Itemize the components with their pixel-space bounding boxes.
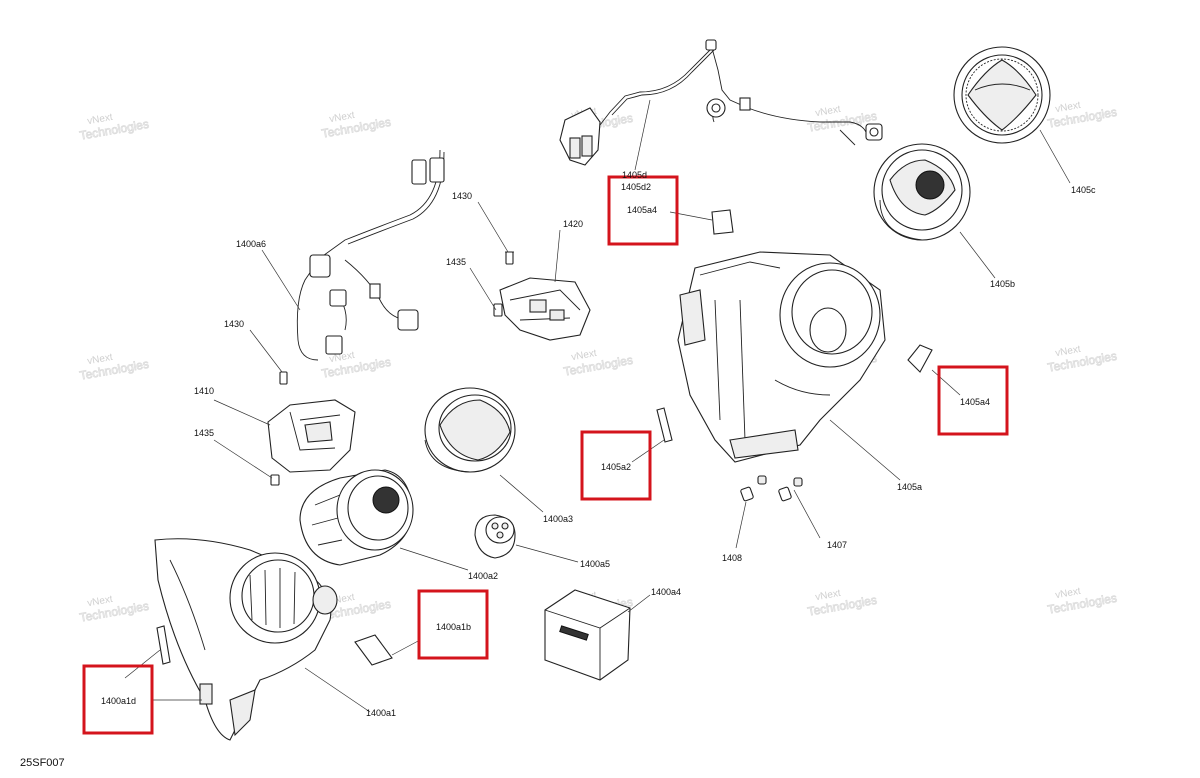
watermark: vNext Technologies bbox=[806, 588, 878, 619]
label-1420: 1420 bbox=[563, 219, 583, 229]
highlight-1405a4-right bbox=[937, 365, 1009, 436]
svg-text:vNext: vNext bbox=[86, 112, 113, 127]
label-1400a1: 1400a1 bbox=[366, 708, 396, 718]
part-1400a3-ring bbox=[424, 387, 516, 473]
part-1405c-ring bbox=[953, 46, 1051, 144]
part-1400a2-speaker bbox=[299, 469, 414, 566]
label-1400a4: 1400a4 bbox=[651, 587, 681, 597]
part-1407-fastener bbox=[778, 477, 803, 502]
part-1420-bracket bbox=[499, 277, 591, 341]
svg-text:vNext: vNext bbox=[328, 110, 355, 125]
part-1430-screw-mid bbox=[279, 371, 288, 385]
part-1405b-speaker bbox=[873, 143, 971, 241]
svg-text:vNext: vNext bbox=[1054, 100, 1081, 115]
part-1435-screw-mid bbox=[270, 474, 280, 486]
watermark: vNext Technologies bbox=[320, 110, 392, 141]
leader-lines bbox=[124, 99, 1071, 713]
highlight-1400a1b bbox=[417, 589, 489, 660]
part-1405a2-strip bbox=[656, 407, 673, 443]
callout-labels: 1405d 1405d2 1405a4 1405c 1405b 1430 142… bbox=[101, 170, 1096, 718]
part-1400a5-component bbox=[474, 514, 516, 559]
watermark: vNext Technologies bbox=[78, 112, 150, 143]
part-1400a1b-pad bbox=[354, 634, 393, 666]
label-1400a2: 1400a2 bbox=[468, 571, 498, 581]
label-1400a6: 1400a6 bbox=[236, 239, 266, 249]
label-1430-mid: 1430 bbox=[224, 319, 244, 329]
part-1430-screw-top bbox=[505, 251, 514, 265]
label-1400a3: 1400a3 bbox=[543, 514, 573, 524]
svg-text:vNext: vNext bbox=[86, 594, 113, 609]
label-1400a1d: 1400a1d bbox=[101, 696, 136, 706]
label-1430-top: 1430 bbox=[452, 191, 472, 201]
label-1405c: 1405c bbox=[1071, 185, 1096, 195]
label-1435-mid: 1435 bbox=[194, 428, 214, 438]
watermark: vNext Technologies bbox=[1046, 100, 1118, 131]
svg-text:vNext: vNext bbox=[1054, 586, 1081, 601]
label-1407: 1407 bbox=[827, 540, 847, 550]
highlight-boxes bbox=[82, 175, 1009, 735]
part-1405d-harness bbox=[559, 39, 883, 166]
highlight-1405a2 bbox=[580, 430, 652, 501]
watermark: vNext Technologies bbox=[78, 352, 150, 383]
svg-text:vNext: vNext bbox=[570, 348, 597, 363]
svg-text:vNext: vNext bbox=[86, 352, 113, 367]
svg-text:vNext: vNext bbox=[814, 104, 841, 119]
label-1410: 1410 bbox=[194, 386, 214, 396]
svg-text:vNext: vNext bbox=[1054, 344, 1081, 359]
part-1408-fastener bbox=[740, 475, 767, 502]
watermark: vNext Technologies bbox=[1046, 344, 1118, 375]
part-1405a-housing bbox=[677, 251, 886, 463]
part-1435-screw-top bbox=[493, 303, 503, 317]
label-1435-top: 1435 bbox=[446, 257, 466, 267]
drawing-code: 25SF007 bbox=[20, 757, 65, 769]
part-1405a4-pad-top bbox=[711, 209, 734, 235]
svg-text:vNext: vNext bbox=[814, 588, 841, 603]
watermark: vNext Technologies bbox=[562, 348, 634, 379]
part-1405a4-pad-right bbox=[907, 344, 933, 373]
label-1400a1b: 1400a1b bbox=[436, 622, 471, 632]
label-1405d2: 1405d2 bbox=[621, 182, 651, 192]
part-1400a6-harness bbox=[296, 149, 445, 361]
highlight-1400a1d bbox=[82, 664, 154, 735]
watermark: vNext Technologies bbox=[78, 594, 150, 625]
label-1405d: 1405d bbox=[622, 170, 647, 180]
part-1400a1-housing bbox=[154, 538, 338, 741]
label-1405a: 1405a bbox=[897, 482, 922, 492]
label-1405b: 1405b bbox=[990, 279, 1015, 289]
part-1410-bracket bbox=[267, 399, 356, 473]
label-1405a4-top: 1405a4 bbox=[627, 205, 657, 215]
highlight-1405a4-top bbox=[607, 175, 679, 246]
label-1405a2: 1405a2 bbox=[601, 462, 631, 472]
watermark: vNext Technologies bbox=[1046, 586, 1118, 617]
label-1405a4-right: 1405a4 bbox=[960, 397, 990, 407]
part-1400a1d-strip bbox=[156, 625, 213, 705]
label-1400a5: 1400a5 bbox=[580, 559, 610, 569]
part-1400a4-box bbox=[544, 589, 631, 681]
label-1408: 1408 bbox=[722, 553, 742, 563]
